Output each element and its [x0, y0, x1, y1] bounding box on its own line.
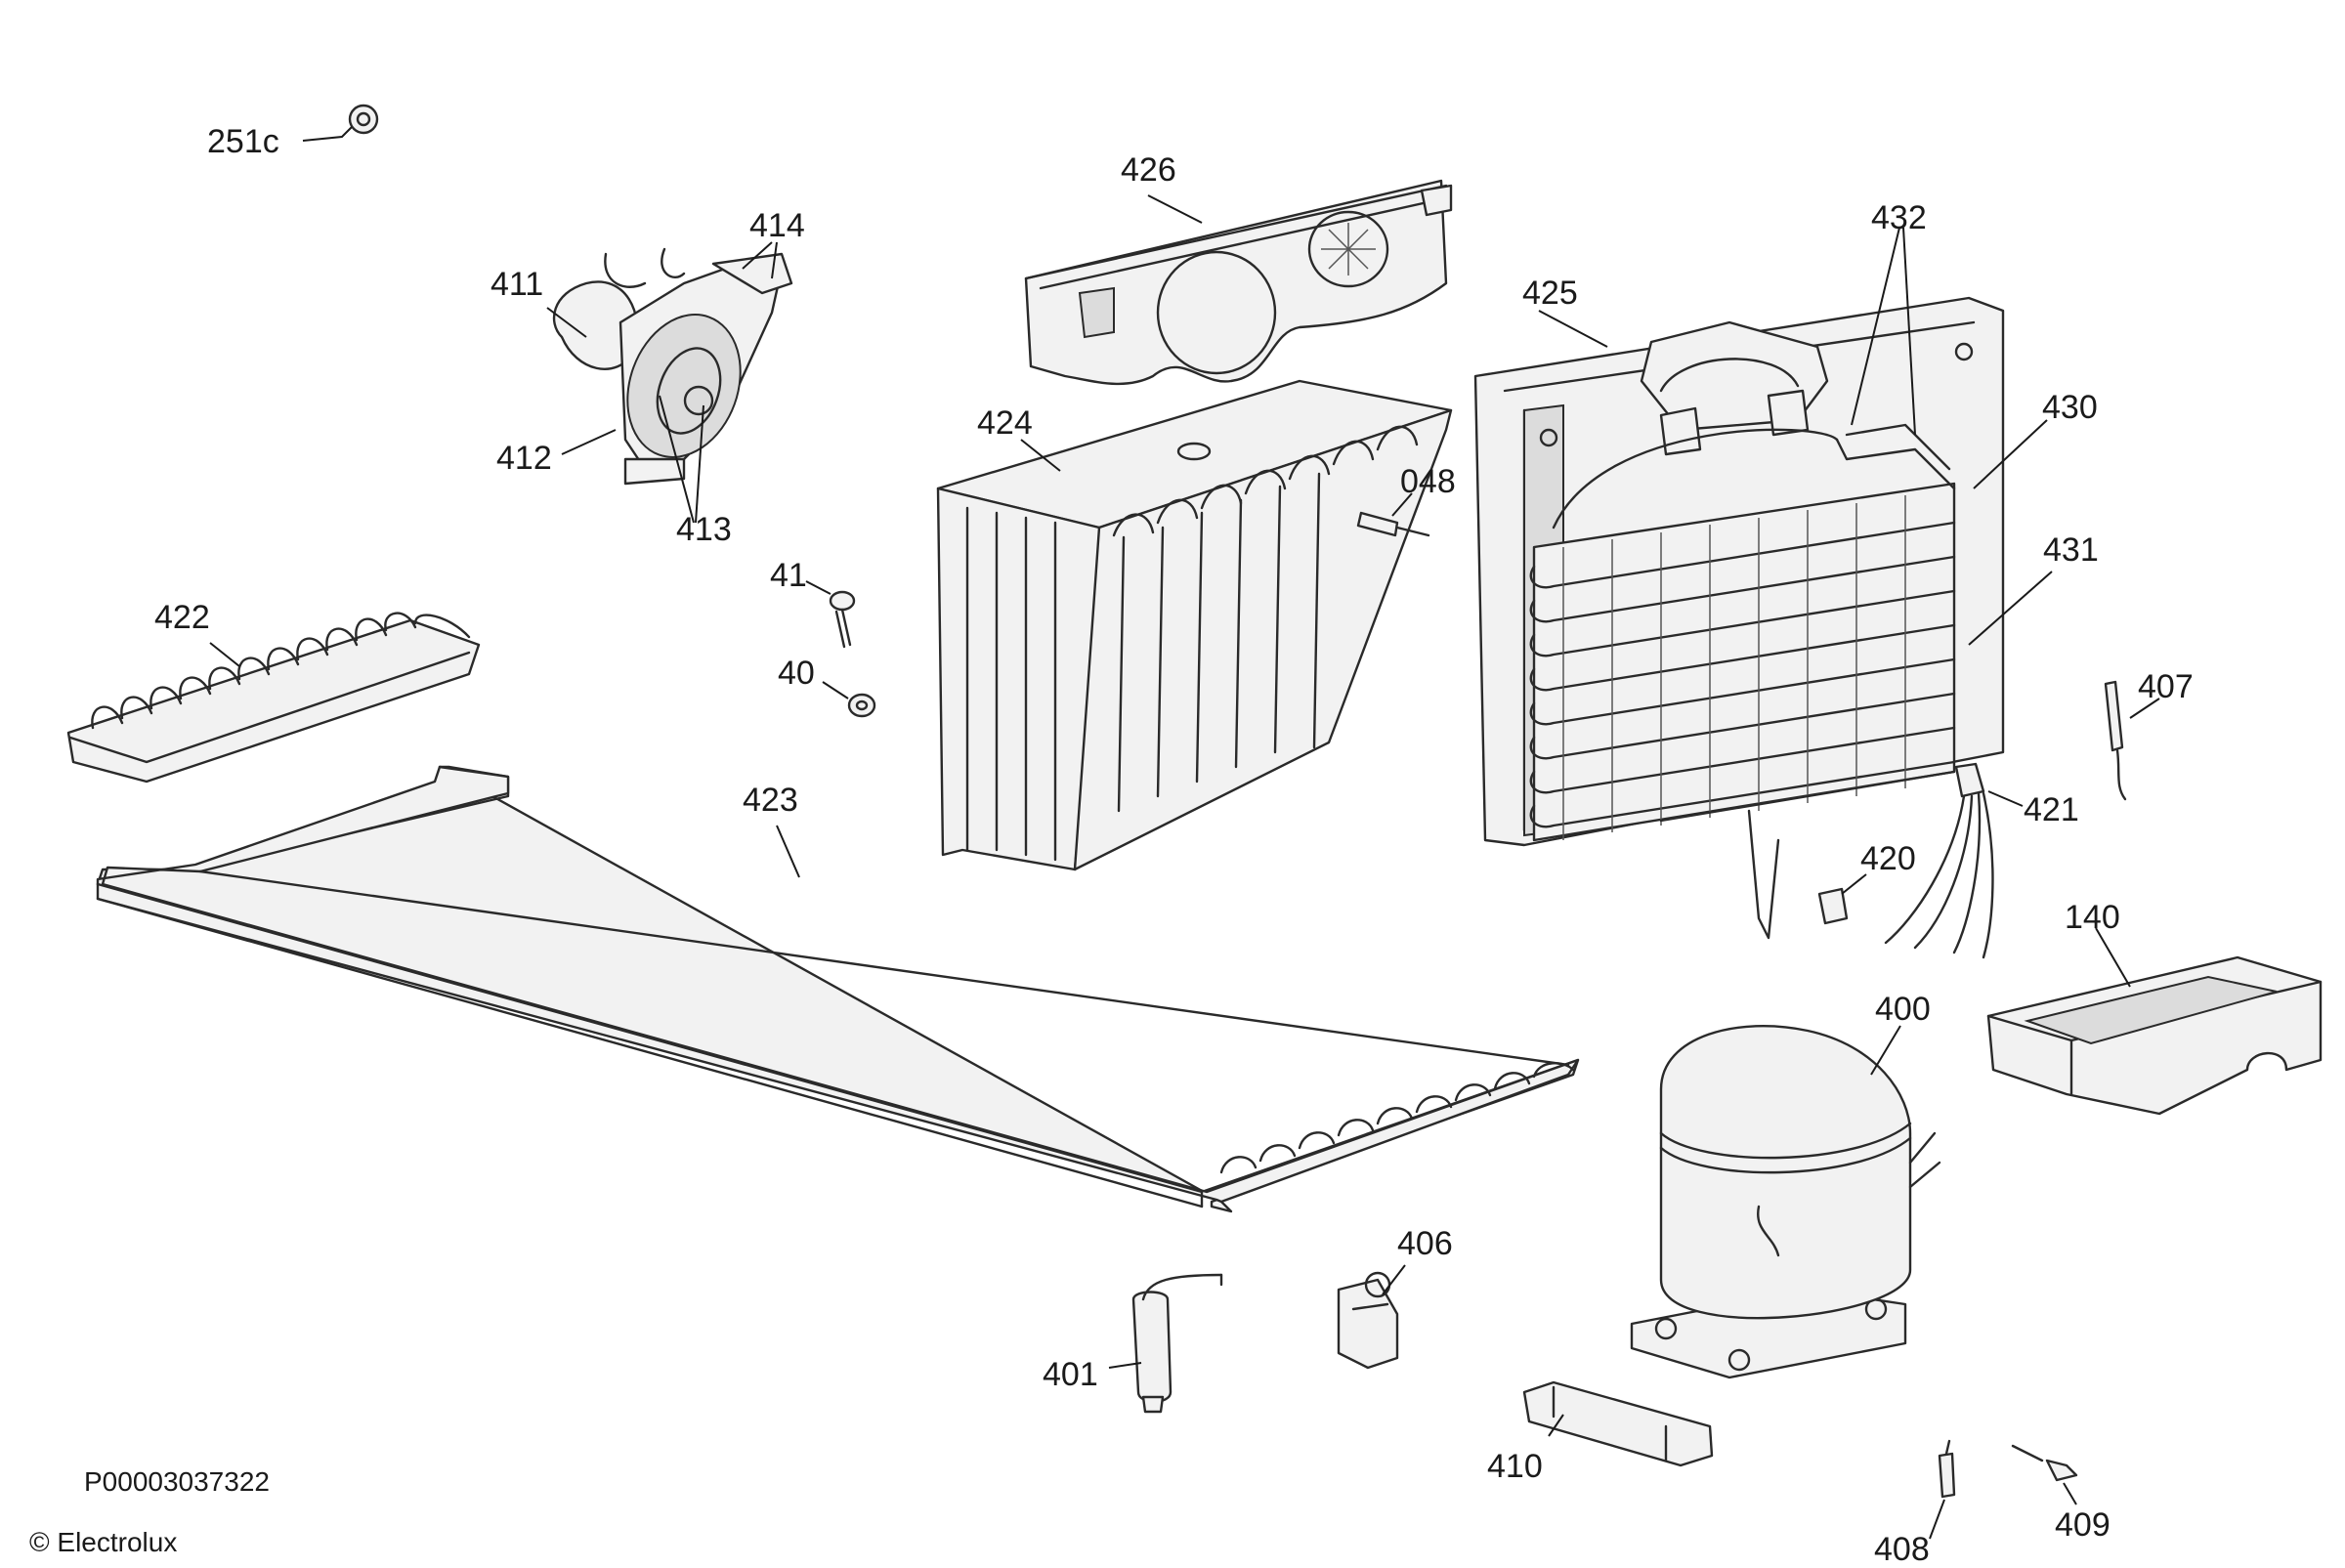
- part-423-panel: [96, 765, 1580, 1213]
- label-413: 413: [676, 511, 732, 548]
- label-400: 400: [1875, 991, 1931, 1028]
- part-407-sensor: [2104, 680, 2160, 801]
- label-410: 410: [1487, 1448, 1543, 1485]
- part-422-grille: [66, 612, 481, 784]
- part-41-screw: [805, 580, 856, 649]
- drawing-code: P00003037322: [84, 1466, 270, 1497]
- label-411: 411: [490, 266, 543, 303]
- label-140: 140: [2065, 899, 2120, 936]
- label-251c: 251c: [207, 123, 279, 160]
- part-420-block: [1817, 873, 1867, 925]
- label-425: 425: [1522, 275, 1578, 312]
- label-426: 426: [1121, 151, 1176, 189]
- label-401: 401: [1043, 1356, 1098, 1393]
- part-401-capacitor: [1108, 1273, 1223, 1414]
- label-40: 40: [778, 655, 815, 692]
- label-41: 41: [770, 557, 807, 594]
- part-400-compressor: [1630, 1025, 1941, 1379]
- label-414: 414: [749, 207, 805, 244]
- part-40-nut: [822, 681, 876, 718]
- label-420: 420: [1860, 840, 1916, 877]
- label-430: 430: [2042, 389, 2098, 426]
- part-411-fan-motor: [546, 241, 793, 524]
- part-048-small-fitting: [1356, 492, 1430, 537]
- label-048: 048: [1400, 463, 1456, 500]
- part-421-harness: [1884, 762, 2024, 959]
- label-423: 423: [743, 782, 798, 819]
- label-421: 421: [2024, 791, 2079, 828]
- part-426-duct-cover: [1024, 179, 1453, 386]
- copyright: © Electrolux: [29, 1527, 177, 1557]
- part-409-clip: [2011, 1444, 2078, 1505]
- part-410-bracket: [1522, 1380, 1714, 1467]
- part-408-thermostat: [1929, 1439, 1956, 1540]
- part-406-relay: [1337, 1264, 1406, 1370]
- part-424-evaporator-cover: [936, 379, 1453, 871]
- label-432: 432: [1871, 199, 1927, 236]
- part-140-drip-tray: [1986, 927, 2323, 1116]
- label-424: 424: [977, 404, 1033, 442]
- label-412: 412: [496, 440, 552, 477]
- label-406: 406: [1397, 1225, 1453, 1262]
- label-407: 407: [2138, 668, 2194, 705]
- label-408: 408: [1874, 1531, 1930, 1568]
- part-251c-gear: [302, 104, 379, 142]
- part-425-evaporator-frame: [1473, 227, 2053, 940]
- label-409: 409: [2055, 1506, 2110, 1544]
- label-422: 422: [154, 599, 210, 636]
- label-431: 431: [2043, 531, 2099, 569]
